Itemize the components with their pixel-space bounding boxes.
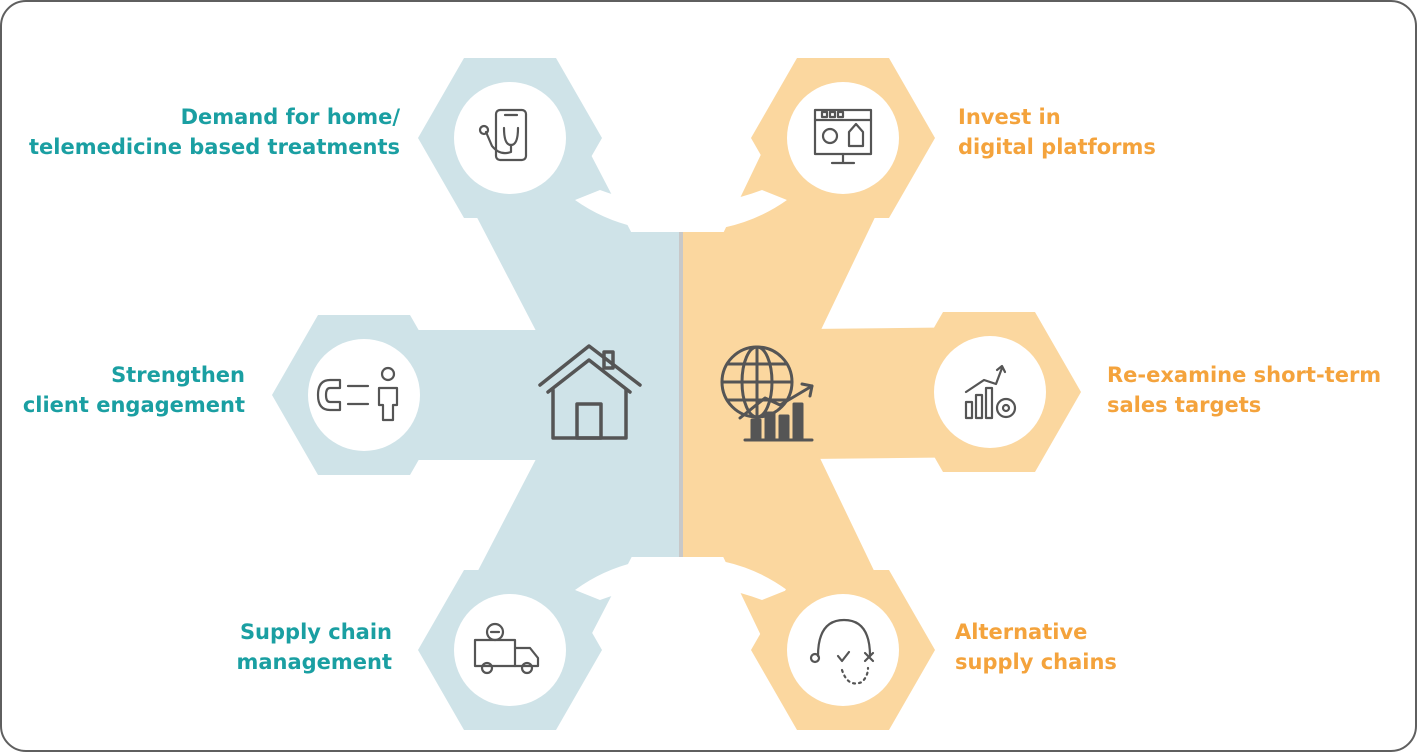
- route-decision-icon: [809, 618, 875, 685]
- truck-gear-icon: [473, 622, 540, 675]
- smartphone-stethoscope-icon: [478, 108, 528, 162]
- house-icon: [538, 344, 642, 440]
- icon-circles: [308, 82, 1046, 706]
- label-client-engagement: Strengthen client engagement: [22, 363, 245, 417]
- left-center-panel: [552, 232, 681, 557]
- label-digital-platforms: Invest in digital platforms: [958, 105, 1156, 159]
- label-sales-targets: Re-examine short-term sales targets: [1107, 363, 1382, 417]
- label-supply-chain-management: Supply chain management: [236, 620, 392, 674]
- notches: [575, 190, 787, 600]
- bar-chart-target-icon: [964, 364, 1017, 420]
- monitor-dashboard-icon: [813, 108, 873, 165]
- globe-growth-chart-icon: [720, 345, 814, 442]
- label-alternative-supply-chains: Alternative supply chains: [955, 620, 1117, 674]
- magnet-person-icon: [316, 366, 399, 422]
- label-home-telemedicine: Demand for home/ telemedicine based trea…: [29, 105, 400, 159]
